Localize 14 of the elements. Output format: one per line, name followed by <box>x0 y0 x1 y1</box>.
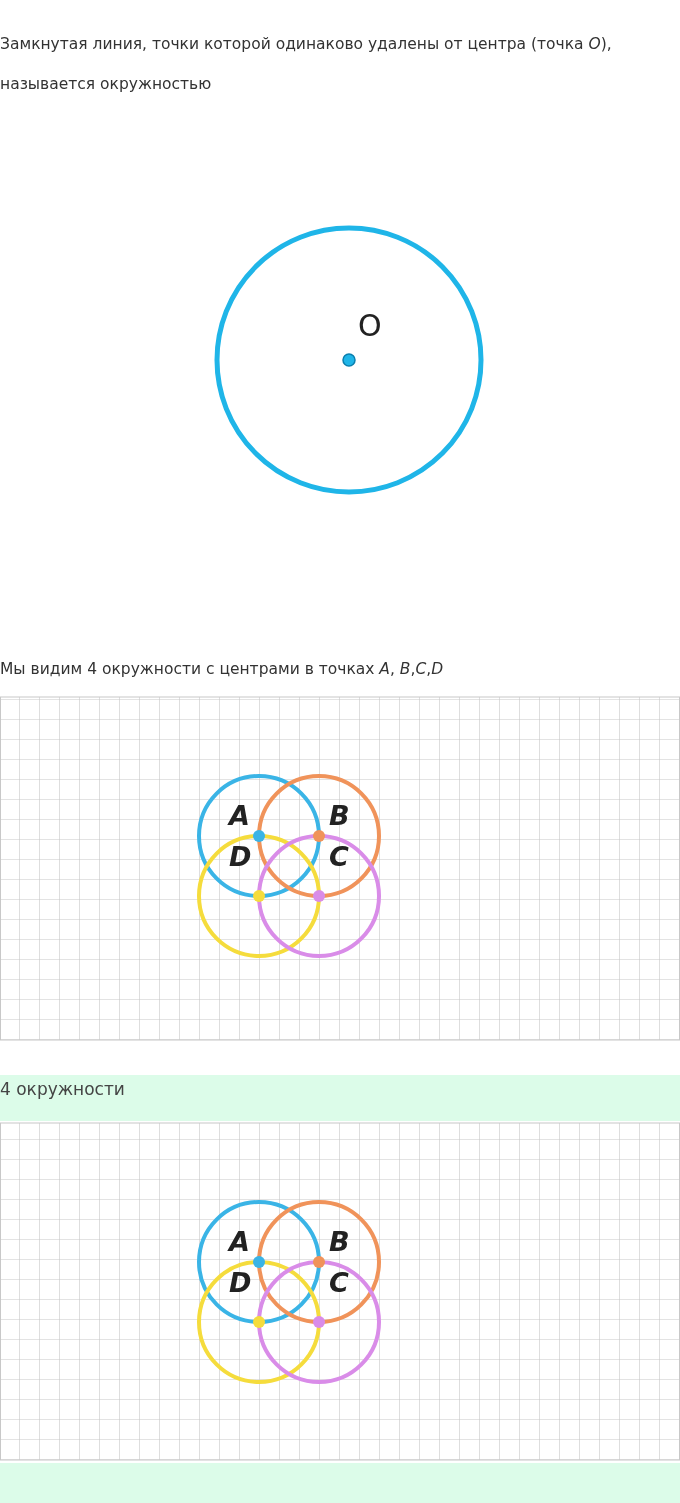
answer-text: 4 окружности <box>0 1079 125 1099</box>
point-label: B <box>329 800 350 831</box>
point-label: A <box>229 1226 250 1257</box>
point-label: D <box>229 1267 252 1298</box>
answer-band <box>0 1075 680 1121</box>
point-label: D <box>229 841 252 872</box>
paragraph: Замкнутая линия, точки которой одинаково удалены от центра (точка O), называется окружностью <box>0 34 613 95</box>
point-label: A <box>229 800 250 831</box>
point-label: C <box>329 841 349 872</box>
point-label: C <box>329 1267 349 1298</box>
paragraph: Мы видим 4 окружности с центрами в точках A, B,C,D <box>0 659 444 680</box>
answer-band <box>0 1463 680 1503</box>
point-label: B <box>329 1226 350 1257</box>
point-label: O <box>358 308 382 343</box>
